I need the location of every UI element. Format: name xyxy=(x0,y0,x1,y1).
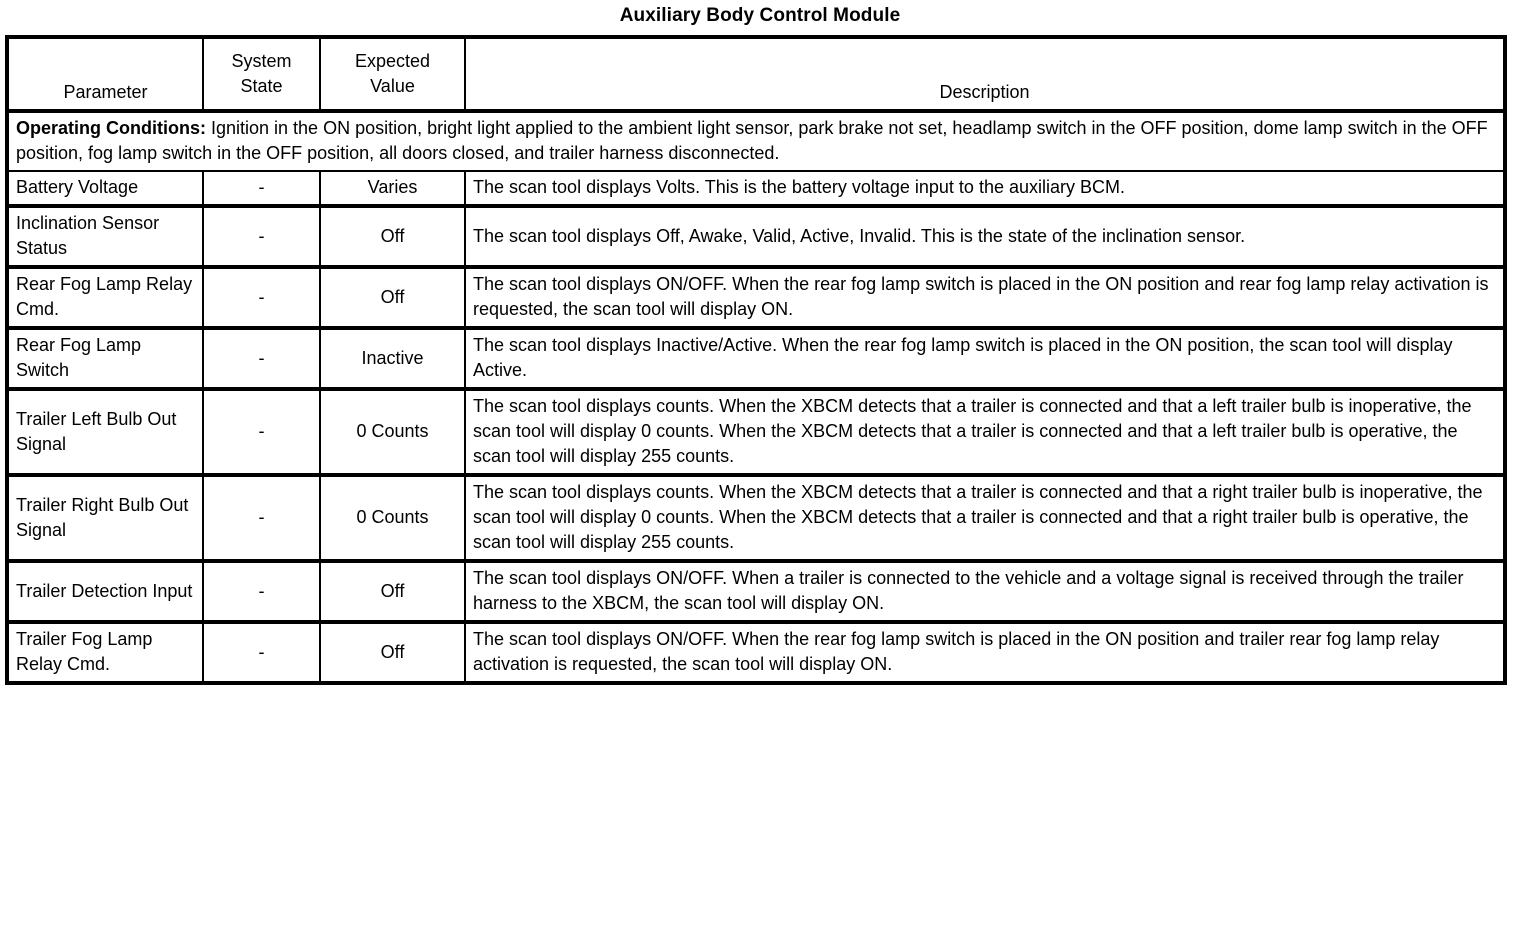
table-row: Inclination Sensor Status - Off The scan… xyxy=(6,204,1506,268)
table-row: Trailer Left Bulb Out Signal - 0 Counts … xyxy=(6,387,1506,476)
operating-conditions-cell: Operating Conditions: Ignition in the ON… xyxy=(6,110,1506,172)
parameter-specification-table: Parameter System State Expected Value De… xyxy=(5,35,1507,685)
table-row: Battery Voltage - Varies The scan tool d… xyxy=(6,170,1506,207)
column-header-expected-value-line1: Expected xyxy=(354,50,431,71)
column-header-system-state: System State xyxy=(202,36,321,113)
operating-conditions-text: Ignition in the ON position, bright ligh… xyxy=(16,118,1488,163)
cell-system-state: - xyxy=(202,265,321,329)
cell-description: The scan tool displays ON/OFF. When a tr… xyxy=(464,559,1506,623)
cell-system-state: - xyxy=(202,170,321,207)
cell-parameter: Trailer Left Bulb Out Signal xyxy=(6,387,204,476)
column-header-expected-value-line2: Value xyxy=(370,75,415,96)
cell-expected-value: Off xyxy=(319,620,466,684)
cell-system-state: - xyxy=(202,387,321,476)
cell-expected-value: Off xyxy=(319,204,466,268)
cell-parameter: Trailer Right Bulb Out Signal xyxy=(6,473,204,562)
operating-conditions-row: Operating Conditions: Ignition in the ON… xyxy=(6,110,1506,172)
page-title: Auxiliary Body Control Module xyxy=(619,5,901,26)
table-header-row: Parameter System State Expected Value De… xyxy=(6,36,1506,113)
cell-system-state: - xyxy=(202,204,321,268)
cell-system-state: - xyxy=(202,559,321,623)
column-header-system-state-line2: State xyxy=(240,75,283,96)
cell-system-state: - xyxy=(202,473,321,562)
column-header-parameter: Parameter xyxy=(6,36,204,113)
cell-expected-value: 0 Counts xyxy=(319,387,466,476)
cell-description: The scan tool displays counts. When the … xyxy=(464,387,1506,476)
table-row: Trailer Fog Lamp Relay Cmd. - Off The sc… xyxy=(6,620,1506,684)
cell-parameter: Rear Fog Lamp Switch xyxy=(6,326,204,390)
column-header-description: Description xyxy=(464,36,1506,113)
cell-description: The scan tool displays ON/OFF. When the … xyxy=(464,620,1506,684)
operating-conditions-label: Operating Conditions: xyxy=(16,118,206,138)
cell-parameter: Trailer Detection Input xyxy=(6,559,204,623)
cell-system-state: - xyxy=(202,620,321,684)
column-header-system-state-line1: System xyxy=(231,50,292,71)
cell-parameter: Battery Voltage xyxy=(6,170,204,207)
cell-parameter: Trailer Fog Lamp Relay Cmd. xyxy=(6,620,204,684)
cell-expected-value: Varies xyxy=(319,170,466,207)
table-row: Rear Fog Lamp Relay Cmd. - Off The scan … xyxy=(6,265,1506,329)
cell-description: The scan tool displays Inactive/Active. … xyxy=(464,326,1506,390)
cell-system-state: - xyxy=(202,326,321,390)
table-row: Trailer Right Bulb Out Signal - 0 Counts… xyxy=(6,473,1506,562)
cell-description: The scan tool displays counts. When the … xyxy=(464,473,1506,562)
cell-expected-value: Off xyxy=(319,265,466,329)
cell-expected-value: 0 Counts xyxy=(319,473,466,562)
cell-description: The scan tool displays Off, Awake, Valid… xyxy=(464,204,1506,268)
cell-parameter: Rear Fog Lamp Relay Cmd. xyxy=(6,265,204,329)
column-header-expected-value: Expected Value xyxy=(319,36,466,113)
cell-description: The scan tool displays ON/OFF. When the … xyxy=(464,265,1506,329)
table-row: Rear Fog Lamp Switch - Inactive The scan… xyxy=(6,326,1506,390)
cell-expected-value: Off xyxy=(319,559,466,623)
table-body: Operating Conditions: Ignition in the ON… xyxy=(6,110,1506,684)
table-row: Trailer Detection Input - Off The scan t… xyxy=(6,559,1506,623)
cell-expected-value: Inactive xyxy=(319,326,466,390)
cell-parameter: Inclination Sensor Status xyxy=(6,204,204,268)
cell-description: The scan tool displays Volts. This is th… xyxy=(464,170,1506,207)
